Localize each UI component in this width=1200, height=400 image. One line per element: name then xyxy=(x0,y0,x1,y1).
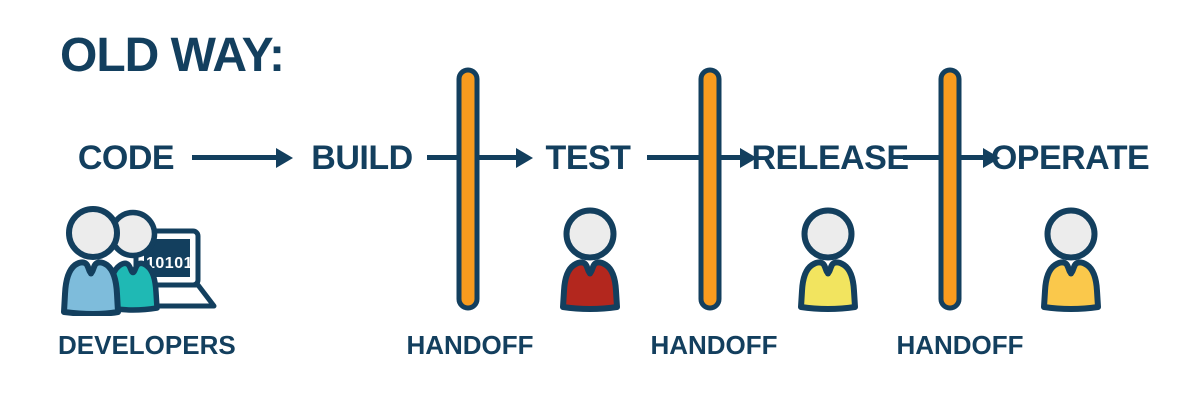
person-shirt xyxy=(560,259,620,312)
person-shirt xyxy=(798,259,858,312)
diagram-title: OLD WAY: xyxy=(60,29,285,82)
collar-dot xyxy=(1068,270,1074,277)
stage-label-build: BUILD xyxy=(311,139,413,177)
stage-label-operate: OPERATE xyxy=(990,139,1150,177)
handoff-barrier-bar-3 xyxy=(938,67,962,311)
collar-dot xyxy=(825,270,831,277)
handoff-barrier-bar-1 xyxy=(456,67,480,311)
handoff-barrier-bar-2 xyxy=(698,67,722,311)
collar-dot xyxy=(130,269,136,275)
collar-dot xyxy=(587,270,593,277)
developer-shirt xyxy=(106,260,160,313)
developer-left xyxy=(61,206,121,316)
stage-label-release: RELEASE xyxy=(751,139,909,177)
developer-shirt xyxy=(61,259,121,316)
person-head-icon xyxy=(563,207,617,261)
release-person-icon xyxy=(798,207,858,312)
handoff-label-3: HANDOFF xyxy=(896,330,1024,360)
person-head-icon xyxy=(801,207,855,261)
laptop-screen-text: 10101 xyxy=(146,255,193,272)
arrow-head-icon xyxy=(740,147,757,168)
person-head-icon xyxy=(1044,207,1098,261)
developers-icon: 10101 xyxy=(61,206,217,316)
handoff-label-1: HANDOFF xyxy=(406,330,534,360)
arrow-shaft xyxy=(647,155,740,160)
arrow-head-icon xyxy=(516,147,533,168)
flow-arrow-code-build xyxy=(192,147,293,168)
collar-dot xyxy=(88,270,94,277)
operate-person-icon xyxy=(1041,207,1101,312)
developer-head-icon xyxy=(66,206,120,260)
arrow-head-icon xyxy=(276,147,293,168)
handoff-bar-rect xyxy=(456,67,480,311)
developer-right xyxy=(106,209,160,313)
stage-label-code: CODE xyxy=(77,139,175,177)
arrow-shaft xyxy=(192,155,276,160)
test-person-icon xyxy=(560,207,620,312)
handoff-bar-rect xyxy=(698,67,722,311)
person-shirt xyxy=(1041,259,1101,312)
flow-arrow-test-release xyxy=(647,147,757,168)
handoff-bar-rect xyxy=(938,67,962,311)
arrow-head-icon xyxy=(983,147,1000,168)
stage-label-test: TEST xyxy=(545,139,631,177)
handoff-label-2: HANDOFF xyxy=(650,330,778,360)
developers-label: DEVELOPERS xyxy=(58,330,236,360)
